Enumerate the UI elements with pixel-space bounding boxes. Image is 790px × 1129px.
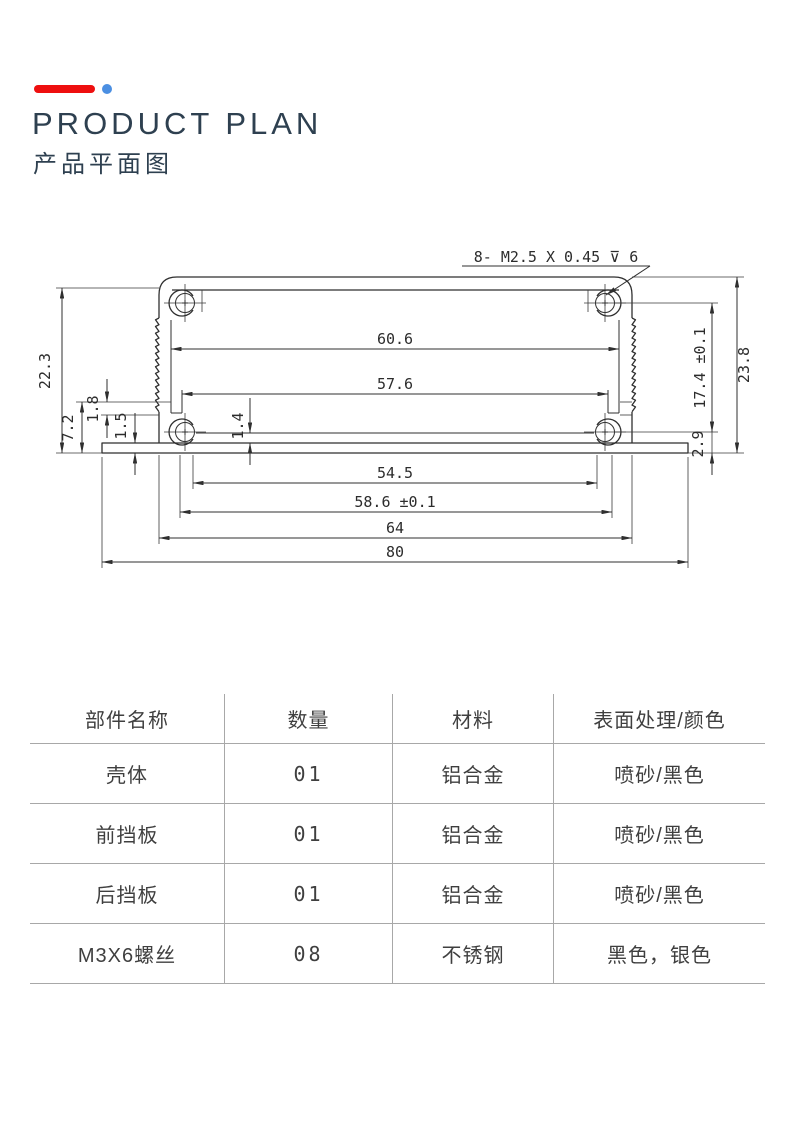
dim-60-6: 60.6 — [377, 330, 413, 348]
cell-finish: 喷砂/黑色 — [553, 804, 765, 864]
thread-annotation: 8- M2.5 X 0.45 ⊽ 6 — [474, 248, 639, 266]
cell-quantity: 01 — [224, 804, 392, 864]
cell-material: 不锈钢 — [392, 924, 553, 984]
cell-part-name: 壳体 — [30, 744, 224, 804]
dim-58-6: 58.6 ±0.1 — [354, 493, 435, 511]
dim-2-9: 2.9 — [689, 430, 707, 457]
bottom-dimensions — [101, 455, 689, 568]
parts-table: 部件名称 数量 材料 表面处理/颜色 壳体 01 铝合金 喷砂/黑色 前挡板 0… — [30, 694, 765, 984]
cell-part-name: 后挡板 — [30, 864, 224, 924]
cell-finish: 黑色，银色 — [553, 924, 765, 984]
header-cell-finish: 表面处理/颜色 — [553, 694, 765, 744]
right-dimensions — [615, 276, 744, 475]
dim-1-8: 1.8 — [84, 395, 102, 422]
cell-material: 铝合金 — [392, 804, 553, 864]
dim-1-5: 1.5 — [112, 412, 130, 439]
dim-22-3: 22.3 — [36, 353, 54, 389]
technical-drawing: 8- M2.5 X 0.45 ⊽ 6 60.6 57.6 54.5 58.6 ±… — [36, 248, 753, 568]
thread-annotation-leader — [462, 265, 651, 296]
cell-material: 铝合金 — [392, 864, 553, 924]
dim-57-6: 57.6 — [377, 375, 413, 393]
header-cell-part-name: 部件名称 — [30, 694, 224, 744]
dim-64: 64 — [386, 519, 404, 537]
enclosure-body-outline — [154, 276, 637, 443]
cell-part-name: 前挡板 — [30, 804, 224, 864]
cell-quantity: 08 — [224, 924, 392, 984]
cell-quantity: 01 — [224, 744, 392, 804]
dim-1-4: 1.4 — [229, 412, 247, 439]
accent-bar — [34, 85, 95, 93]
cell-finish: 喷砂/黑色 — [553, 744, 765, 804]
cell-finish: 喷砂/黑色 — [553, 864, 765, 924]
header-cell-material: 材料 — [392, 694, 553, 744]
cell-quantity: 01 — [224, 864, 392, 924]
dim-23-8: 23.8 — [735, 347, 753, 383]
page-title: PRODUCT PLAN — [32, 106, 323, 141]
left-dimensions — [56, 287, 253, 475]
cell-part-name: M3X6螺丝 — [30, 924, 224, 984]
dim-7-2: 7.2 — [59, 414, 77, 441]
dim-80: 80 — [386, 543, 404, 561]
base-flange-plate — [101, 442, 689, 454]
dim-17-4: 17.4 ±0.1 — [691, 327, 709, 408]
header-cell-quantity: 数量 — [224, 694, 392, 744]
dim-54-5: 54.5 — [377, 464, 413, 482]
cell-material: 铝合金 — [392, 744, 553, 804]
page-subtitle: 产品平面图 — [33, 151, 173, 178]
accent-dot — [102, 84, 112, 94]
